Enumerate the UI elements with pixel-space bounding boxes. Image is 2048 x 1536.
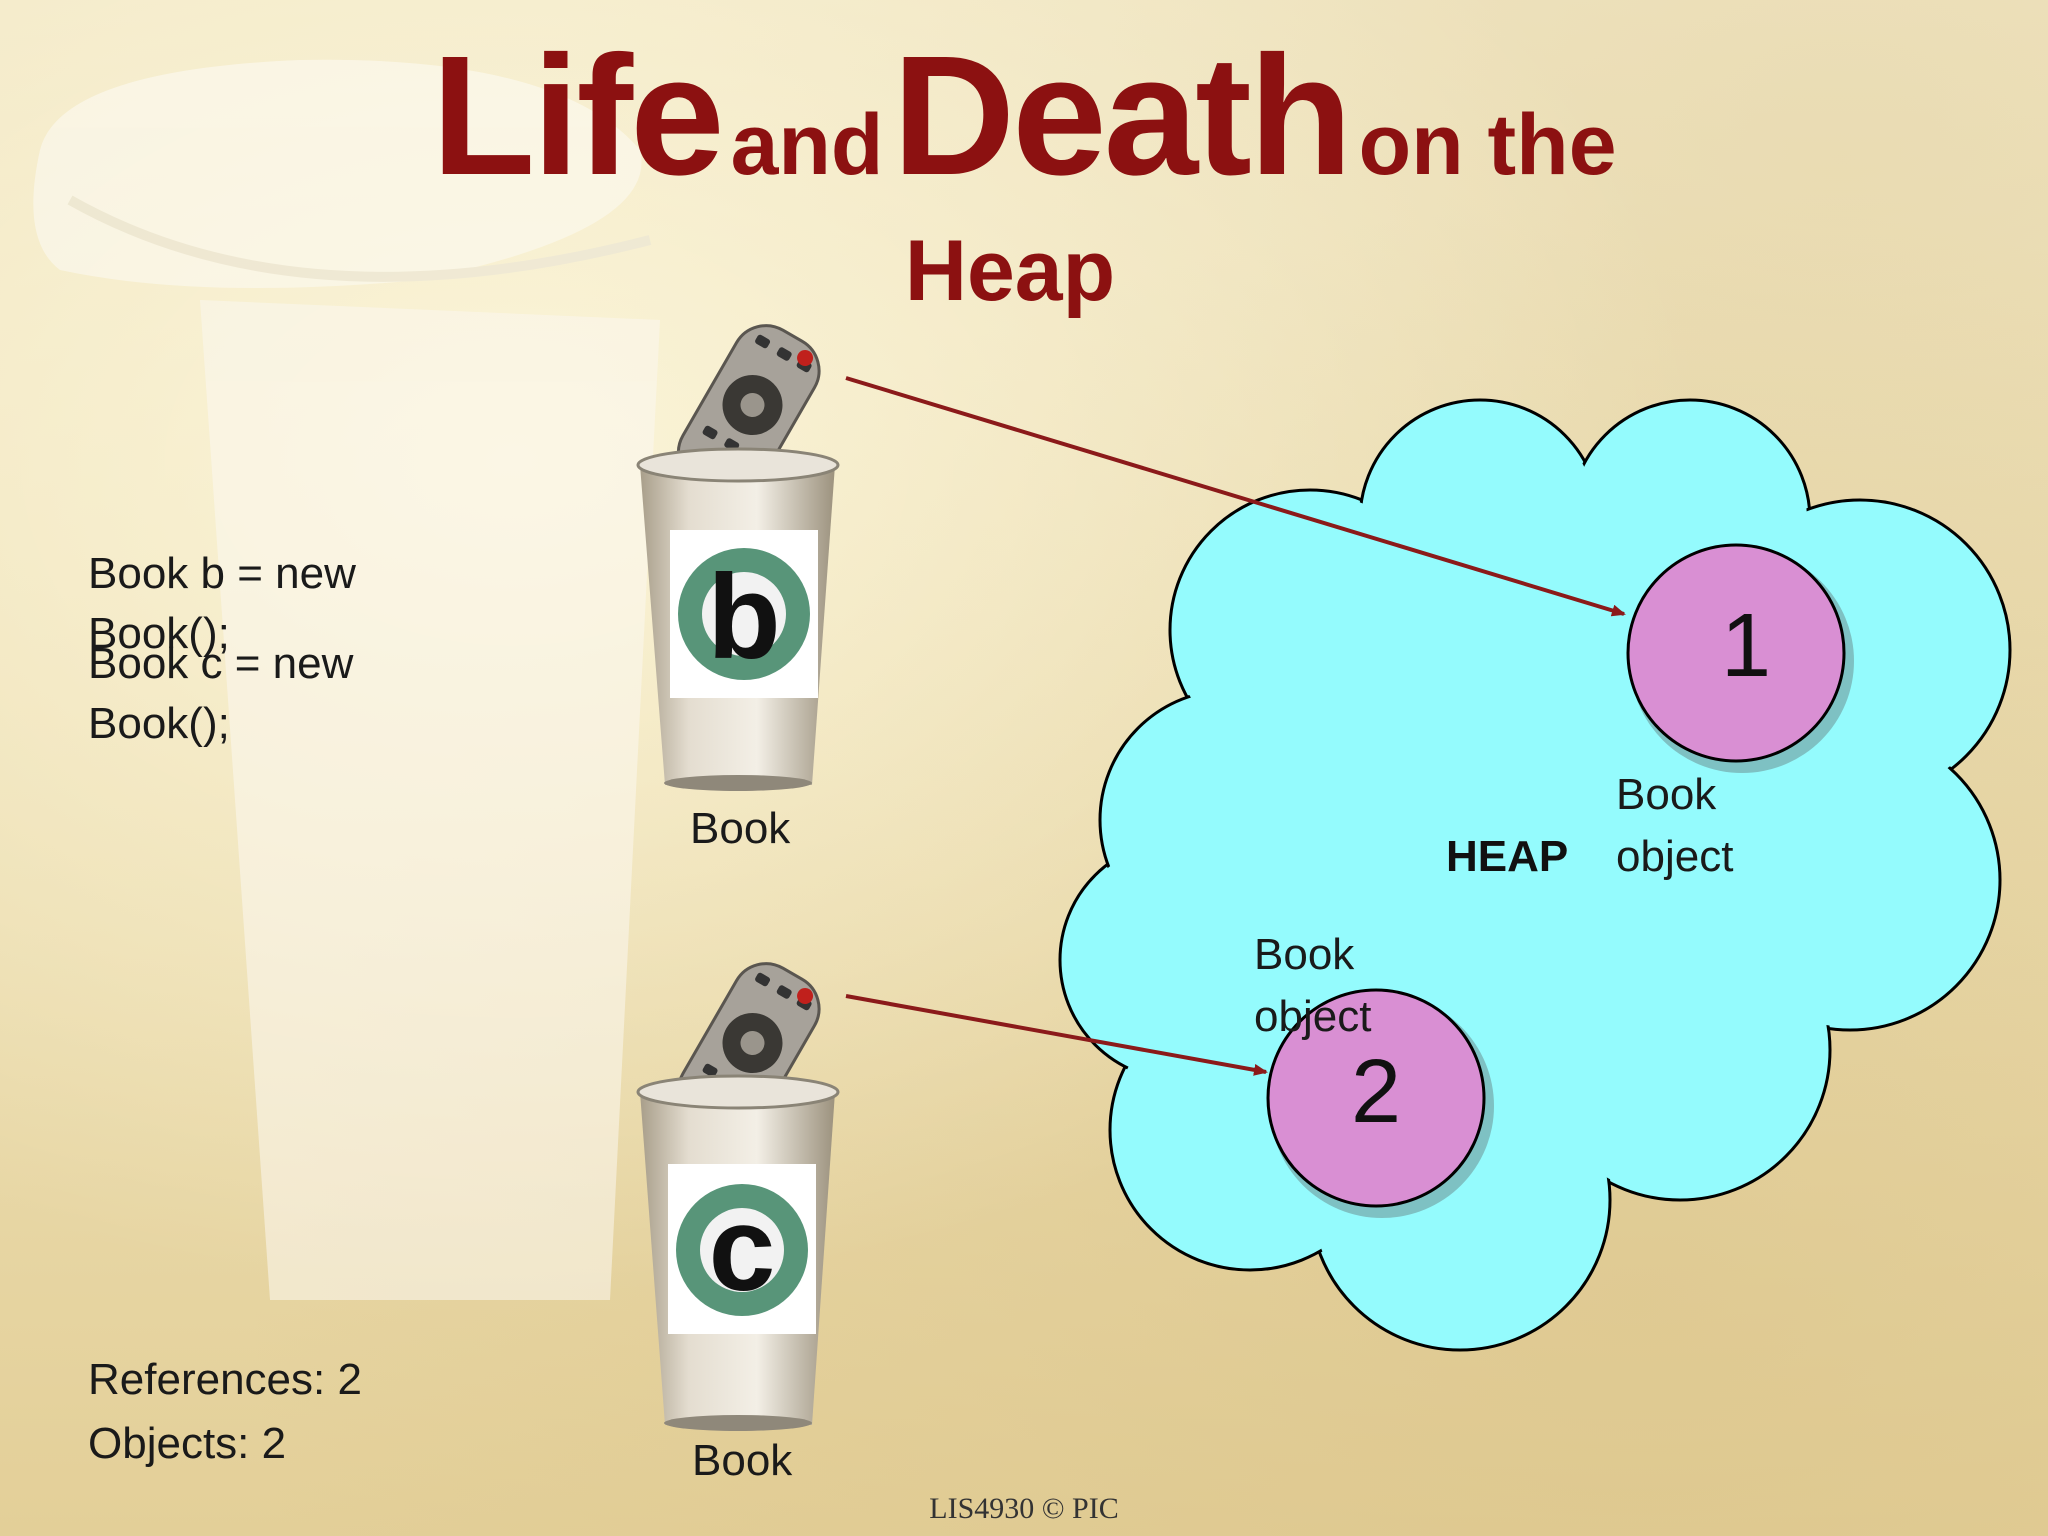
cup-b-letter: b [707,550,780,684]
code-line-b: Book b = new Book(); [88,549,356,658]
heap-object-1 [1626,543,1854,773]
cup-c-letter: c [709,1182,776,1316]
heap-object-2 [1266,988,1494,1218]
heap-object-2-label: Book object [1254,930,1372,1041]
slide-title: Life and Death on the [0,18,2048,214]
heap-label: HEAP [1446,832,1569,881]
references-count: References: 2 [88,1355,362,1404]
code-line-c: Book c = new Book(); [88,639,354,748]
reference-arrow-c [845,994,1268,1076]
slide-title-line2: Heap [904,223,1116,319]
cup-b-type-label: Book [690,804,791,853]
slide-footer: LIS4930 © PIC [929,1492,1119,1525]
reference-cup-c [636,1074,840,1431]
objects-count: Objects: 2 [88,1419,287,1468]
title-word-life: Life [431,21,724,211]
reference-arrow-b [845,376,1626,617]
background-cup-image [33,59,660,1300]
counts-block: References: 2 Objects: 2 [88,1348,362,1476]
heap-object-1-number: 1 [1721,596,1771,696]
cup-c-type-label: Book [692,1436,793,1485]
heap-object-2-number: 2 [1351,1042,1401,1142]
title-word-on-the: on the [1358,97,1617,193]
title-word-death: Death [892,21,1352,211]
heap-object-1-label: Book object [1616,770,1734,881]
title-word-and: and [730,97,884,193]
reference-cup-b [636,447,840,791]
